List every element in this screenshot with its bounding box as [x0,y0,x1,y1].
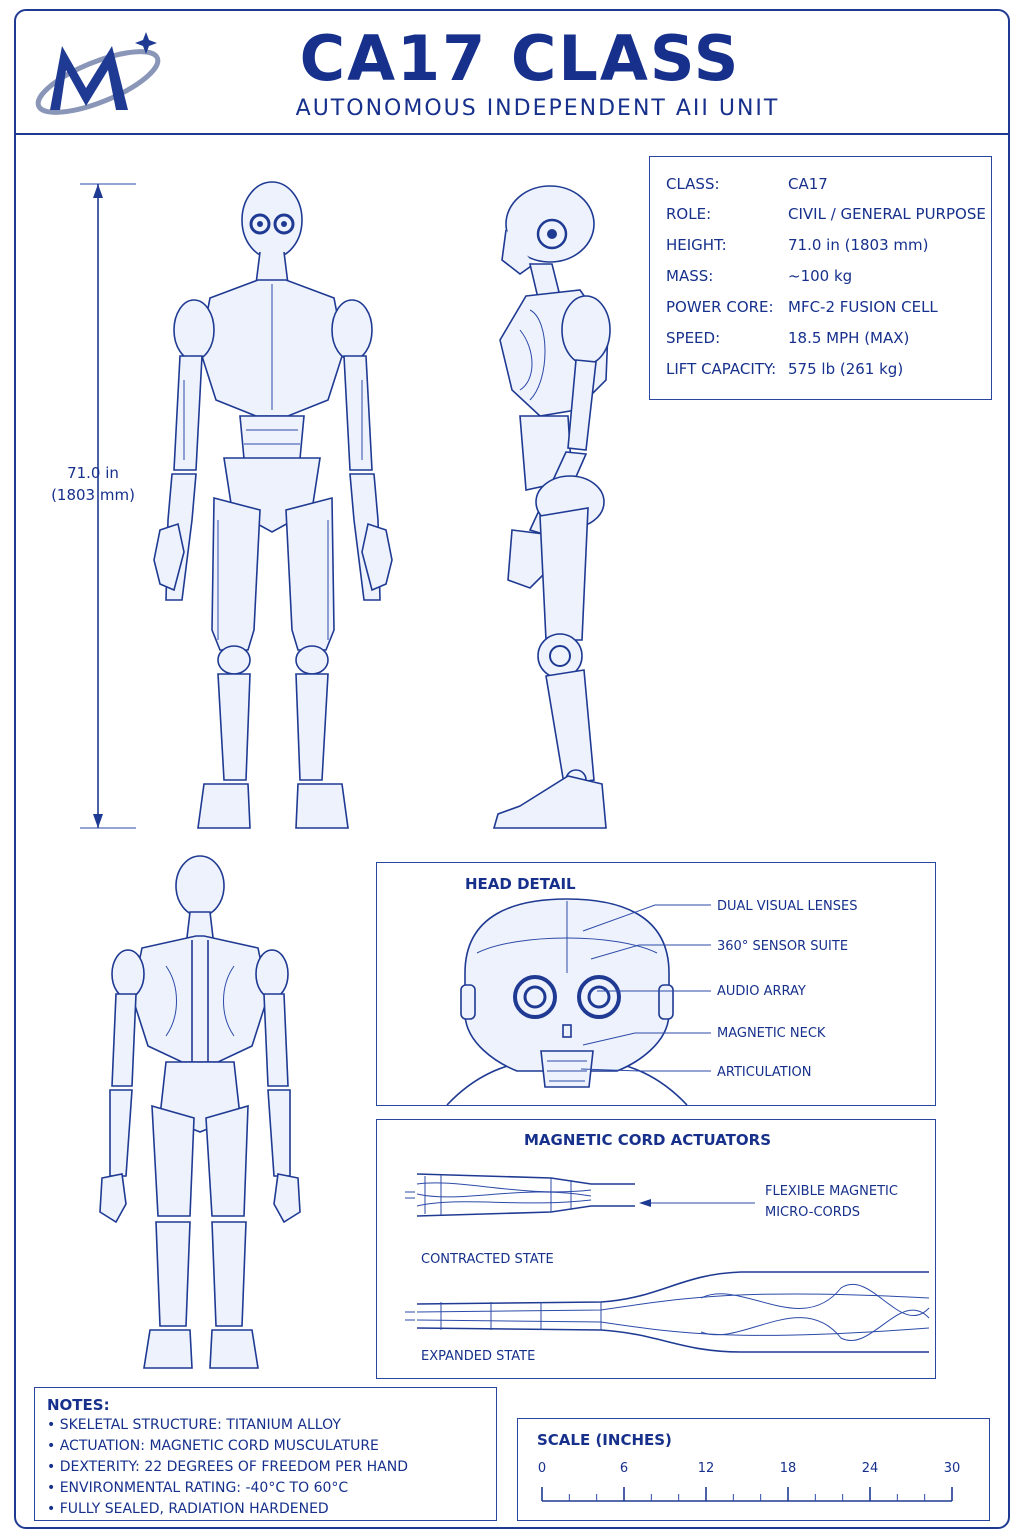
contracted-state-label: CONTRACTED STATE [421,1252,554,1267]
expanded-state-label: EXPANDED STATE [421,1349,536,1364]
contracted-cord-drawing [405,1173,635,1217]
spec-key: CLASS: [666,175,720,193]
notes-title: NOTES: [47,1396,110,1414]
note-item: • ACTUATION: MAGNETIC CORD MUSCULATURE [47,1438,379,1454]
cord-actuators-panel: MAGNETIC CORD ACTUATORS FLEXIBLE MAGNETI… [376,1119,936,1379]
height-mm: (1803 mm) [51,486,135,504]
spec-value: MFC-2 FUSION CELL [788,298,938,316]
callout-arrow [639,1199,755,1207]
spec-key: HEIGHT: [666,236,727,254]
robot-back-view [99,855,301,1369]
head-label-dual-visual-lenses: DUAL VISUAL LENSES [717,899,858,914]
header-divider [14,133,1010,135]
scale-tick-label: 18 [779,1461,797,1476]
height-dimension-label: 71.0 in (1803 mm) [40,462,146,506]
notes-panel: NOTES: • SKELETAL STRUCTURE: TITANIUM AL… [34,1387,497,1521]
head-label-magnetic-neck: MAGNETIC NECK [717,1026,826,1041]
scale-tick-label: 6 [619,1461,629,1476]
spec-key: SPEED: [666,329,721,347]
height-dimension-line [80,183,136,829]
scale-tick-label: 12 [697,1461,715,1476]
spec-value: 575 lb (261 kg) [788,360,904,378]
scale-ruler-lines [541,1487,953,1502]
blueprint-frame [14,9,1010,1529]
spec-table: CLASS:CA17 ROLE:CIVIL / GENERAL PURPOSE … [649,156,992,400]
head-label-sensor-suite: 360° SENSOR SUITE [717,939,849,954]
scale-tick-label: 0 [537,1461,547,1476]
head-detail-drawing [446,898,688,1106]
cord-actuators-title: MAGNETIC CORD ACTUATORS [524,1131,772,1149]
head-label-articulation: ARTICULATION [717,1065,812,1080]
m-orbit-logo-icon [35,32,161,115]
note-item: • FULLY SEALED, RADIATION HARDENED [47,1501,329,1517]
expanded-cord-drawing [405,1271,930,1353]
robot-front-view [153,181,393,829]
callout-label-line1: FLEXIBLE MAGNETIC [765,1184,898,1199]
height-inches: 71.0 in [67,464,119,482]
robot-side-view [492,185,611,829]
spec-value: ~100 kg [788,267,853,285]
head-leader-lines [580,904,711,1072]
callout-label-line2: MICRO-CORDS [765,1205,861,1220]
head-label-audio-array: AUDIO ARRAY [717,984,806,999]
scale-panel: SCALE (INCHES) 0 6 12 18 24 30 [517,1418,990,1521]
spec-value: CA17 [788,175,828,193]
scale-tick-label: 24 [861,1461,879,1476]
scale-tick-label: 30 [943,1461,961,1476]
note-item: • SKELETAL STRUCTURE: TITANIUM ALLOY [47,1417,341,1433]
spec-key: LIFT CAPACITY: [666,360,777,378]
head-detail-panel: HEAD DETAIL DUAL VISUAL LENSES 360° SENS… [376,862,936,1106]
page-title: CA17 CLASS [299,22,741,95]
page-subtitle: AUTONOMOUS INDEPENDENT AII UNIT [295,96,780,121]
spec-value: CIVIL / GENERAL PURPOSE [788,205,986,223]
spec-key: POWER CORE: [666,298,774,316]
spec-value: 71.0 in (1803 mm) [788,236,929,254]
spec-value: 18.5 MPH (MAX) [788,329,910,347]
scale-title: SCALE (INCHES) [537,1431,672,1449]
spec-key: MASS: [666,267,714,285]
note-item: • ENVIRONMENTAL RATING: -40°C TO 60°C [47,1480,349,1496]
spec-key: ROLE: [666,205,712,223]
head-detail-title: HEAD DETAIL [465,875,576,893]
note-item: • DEXTERITY: 22 DEGREES OF FREEDOM PER H… [47,1459,408,1475]
